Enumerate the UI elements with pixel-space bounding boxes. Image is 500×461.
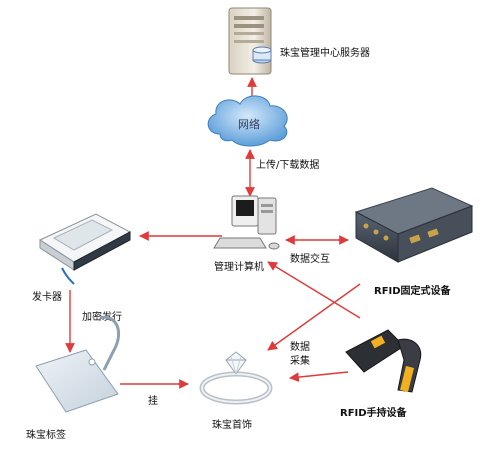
arrow-handheld-computer — [267, 261, 361, 319]
attach-label: 挂 — [148, 394, 158, 407]
data-exchange-label: 数据交互 — [290, 252, 330, 265]
jewelry-tag-icon — [35, 315, 121, 413]
cloud-icon — [207, 95, 288, 147]
arrows — [65, 77, 361, 389]
jewelry-tag-label: 珠宝标签 — [26, 428, 66, 441]
data-collect-label-1: 数据 — [290, 340, 310, 353]
upload-download-label: 上传/下载数据 — [256, 158, 319, 171]
arrow-rfidfixed-jewelry — [267, 283, 361, 351]
computer-icon — [213, 195, 280, 250]
ring-icon — [199, 351, 273, 405]
card-issuer-icon — [38, 213, 132, 285]
jewelry-label: 珠宝首饰 — [212, 418, 252, 431]
card-issuer-label: 发卡器 — [32, 290, 62, 303]
rfid-fixed-label: RFID固定式设备 — [374, 284, 452, 297]
network-label: 网络 — [238, 117, 260, 131]
computer-label: 管理计算机 — [214, 260, 264, 273]
arrow-handheld-jewelry — [289, 371, 349, 382]
rfid-handheld-label: RFID手持设备 — [340, 406, 408, 419]
data-collect-label-2: 采集 — [290, 354, 310, 367]
server-icon — [228, 7, 272, 75]
server-label: 珠宝管理中心服务器 — [280, 46, 370, 59]
rfid-handheld-icon — [345, 329, 422, 393]
rfid-fixed-device-icon — [354, 187, 474, 263]
